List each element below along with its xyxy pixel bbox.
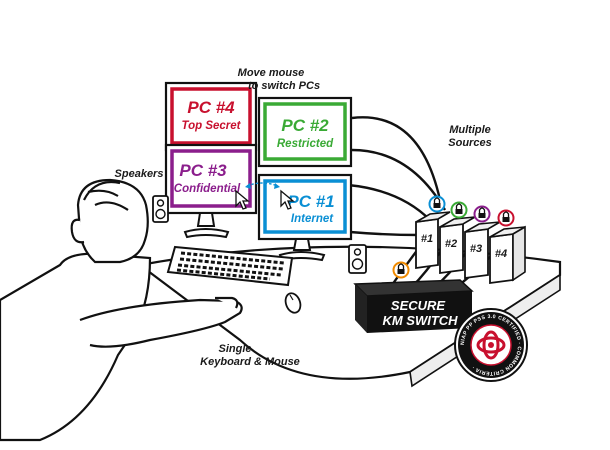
tower-2: #2	[439, 216, 476, 275]
speakers-label: Speakers	[115, 168, 164, 180]
monitor-pc4: PC #4 Top Secret	[164, 81, 258, 152]
move-mouse-line2: to switch PCs	[248, 80, 320, 92]
tower-3-label: #3	[470, 243, 482, 255]
mouse-icon	[284, 292, 302, 314]
monitor-pc2: PC #2 Restricted	[257, 96, 353, 168]
tower-4: #4	[489, 225, 526, 285]
certification-seal: NIAP PP PSS 3.0 CERTIFIED · COMMON CRITE…	[454, 308, 528, 382]
tower-2-label: #2	[445, 238, 457, 250]
pc2-sub: Restricted	[277, 138, 334, 150]
move-mouse-line1: Move mouse	[238, 67, 305, 79]
shield-lock-icon	[392, 261, 410, 279]
monitor-stands	[183, 212, 326, 262]
pc1-name: PC #1	[287, 192, 334, 211]
pc4-sub: Top Secret	[181, 120, 241, 132]
pc4-name: PC #4	[187, 98, 235, 117]
pc3-name: PC #3	[179, 161, 227, 180]
monitor-pc1: PC #1 Internet	[257, 173, 353, 241]
switch-line1: SECURE	[391, 298, 446, 313]
switch-line2: KM SWITCH	[382, 313, 458, 328]
pc3-sub: Confidential	[174, 183, 241, 195]
tower-1: #1	[415, 211, 451, 270]
speaker-left-icon	[152, 195, 169, 223]
cursor-icon	[235, 189, 295, 210]
pc2-name: PC #2	[281, 116, 329, 135]
secure-km-switch: SECURE KM SWITCH	[353, 279, 474, 333]
keyboard-icon	[166, 245, 294, 287]
person-illustration	[0, 178, 243, 442]
multiple-sources-line1: Multiple	[449, 124, 491, 136]
multiple-sources-line2: Sources	[448, 137, 491, 149]
tower-3: #3	[464, 221, 501, 280]
towers: #1 #2 #3 #4	[415, 211, 526, 285]
speaker-right-icon	[348, 244, 367, 274]
tower-1-label: #1	[421, 233, 433, 245]
tower-4-label: #4	[495, 248, 507, 260]
lock-icons	[428, 195, 515, 227]
single-line1: Single	[218, 343, 251, 355]
single-line2: Keyboard & Mouse	[200, 356, 300, 368]
pc1-sub: Internet	[291, 213, 334, 225]
